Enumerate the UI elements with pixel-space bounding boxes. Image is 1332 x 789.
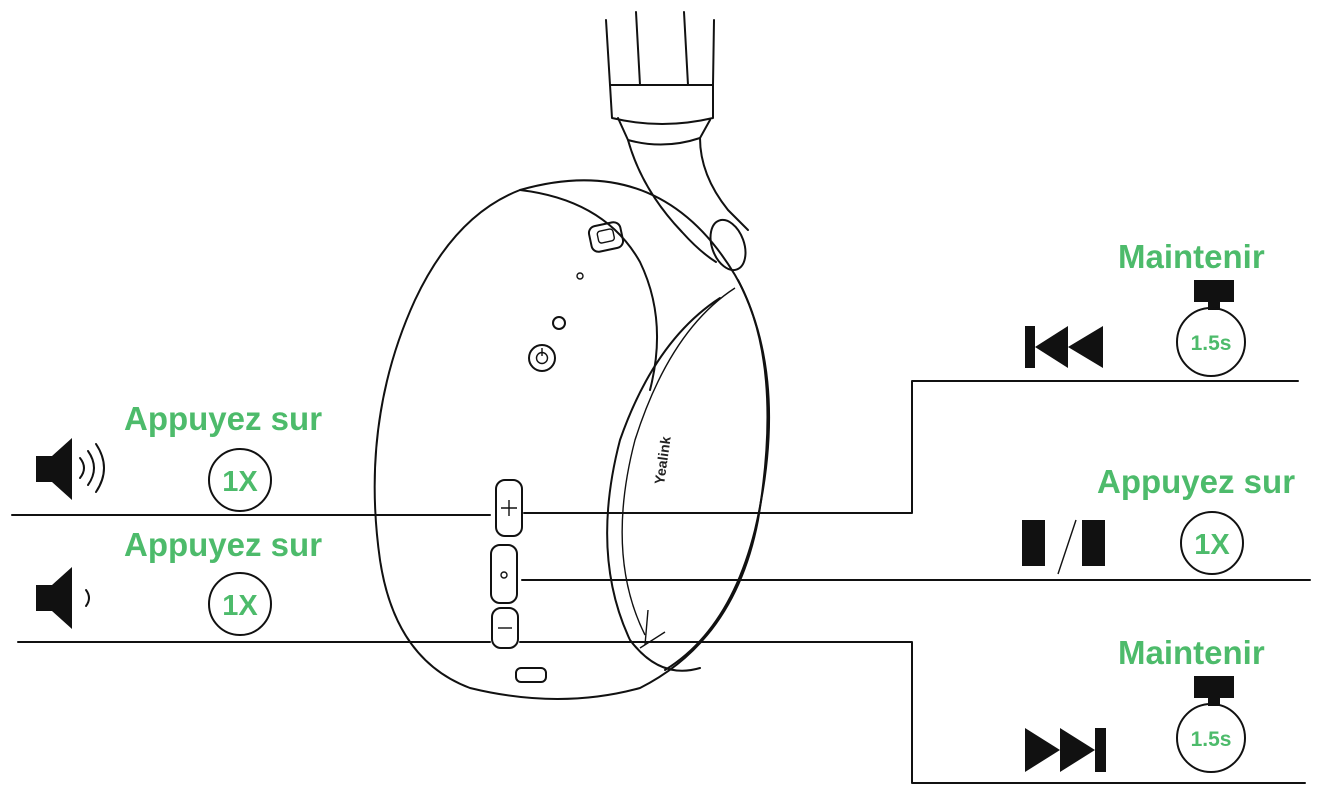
badge-text: 1X <box>222 466 258 498</box>
leader-lines <box>11 380 1311 784</box>
action-label: Appuyez sur <box>124 526 322 563</box>
action-label: Maintenir <box>1118 238 1265 275</box>
previous-track-icon <box>1025 326 1103 368</box>
headset-illustration: Yealink <box>373 11 771 700</box>
action-label: Appuyez sur <box>124 400 322 437</box>
play-pause-button <box>490 544 518 604</box>
control-volume-up: Appuyez sur 1X <box>36 400 322 512</box>
hold-timer-badge: 1.5s <box>1176 676 1246 773</box>
control-previous-track: Maintenir 1.5s <box>1025 238 1265 377</box>
leader-line-minus-button <box>519 641 1306 784</box>
control-volume-down: Appuyez sur 1X <box>36 526 322 636</box>
brand-logo: Yealink <box>651 435 674 485</box>
badge-text: 1.5s <box>1191 728 1232 751</box>
badge-text: 1X <box>1194 529 1230 561</box>
leader-line-plus-button <box>523 380 1299 514</box>
control-play-pause: Appuyez sur 1X <box>1022 463 1295 575</box>
control-next-track: Maintenir 1.5s <box>1025 634 1265 773</box>
badge-text: 1.5s <box>1191 332 1232 355</box>
power-button <box>528 344 556 372</box>
press-count-badge: 1X <box>208 448 272 512</box>
badge-text: 1X <box>222 590 258 622</box>
press-count-badge: 1X <box>208 572 272 636</box>
next-track-icon <box>1025 728 1106 772</box>
volume-minus-button <box>491 607 519 649</box>
play-pause-icon <box>1022 519 1105 575</box>
volume-up-icon <box>36 438 105 500</box>
action-label: Maintenir <box>1118 634 1265 671</box>
earcup: Yealink <box>373 179 771 700</box>
volume-down-icon <box>36 567 90 629</box>
volume-plus-button <box>495 479 523 537</box>
headband <box>605 11 749 272</box>
hold-timer-badge: 1.5s <box>1176 280 1246 377</box>
action-label: Appuyez sur <box>1097 463 1295 500</box>
press-count-badge: 1X <box>1180 511 1244 575</box>
